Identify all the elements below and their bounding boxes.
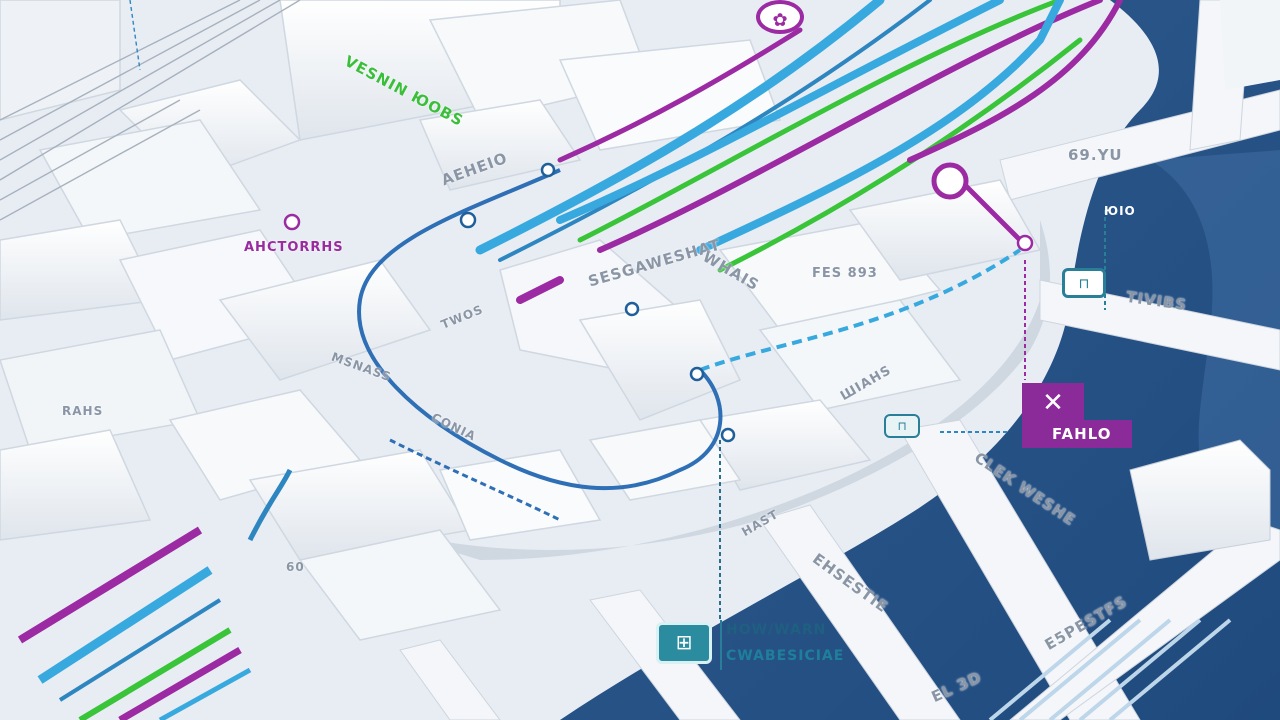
pier-label: ЮIO xyxy=(1104,204,1136,218)
flower-icon[interactable]: ✿ xyxy=(756,0,804,34)
harbour-icon[interactable]: ⊞ xyxy=(656,622,712,664)
pier-stripes xyxy=(988,618,1232,720)
pier-icon[interactable]: ⊓ xyxy=(884,414,920,438)
lower-transit-lines xyxy=(17,468,293,720)
rail-mark: 60 xyxy=(286,560,305,574)
station-markers[interactable] xyxy=(283,162,1034,443)
loop-line xyxy=(357,168,1106,620)
harbour-subtitle: CWABESICIAE xyxy=(726,648,845,664)
city-blocks xyxy=(0,0,1042,641)
transit-lines xyxy=(475,0,1123,304)
cross-icon[interactable]: ✕ xyxy=(1022,383,1084,421)
harbour-callout[interactable] xyxy=(720,620,858,670)
station-label-west: AHCTORRHS xyxy=(244,240,344,255)
fahlo-tag[interactable]: FAHLO xyxy=(1022,420,1132,448)
east-bank-label: 69.YU xyxy=(1068,146,1123,164)
building-number: FES 893 xyxy=(812,266,878,281)
east-bank-buildings xyxy=(1129,0,1280,561)
small-label-c: RAHS xyxy=(62,404,104,418)
rail-tracks xyxy=(0,0,301,221)
harbour-title: HOW/WARN xyxy=(726,622,827,638)
gate-icon[interactable]: ⊓ xyxy=(1062,268,1106,298)
